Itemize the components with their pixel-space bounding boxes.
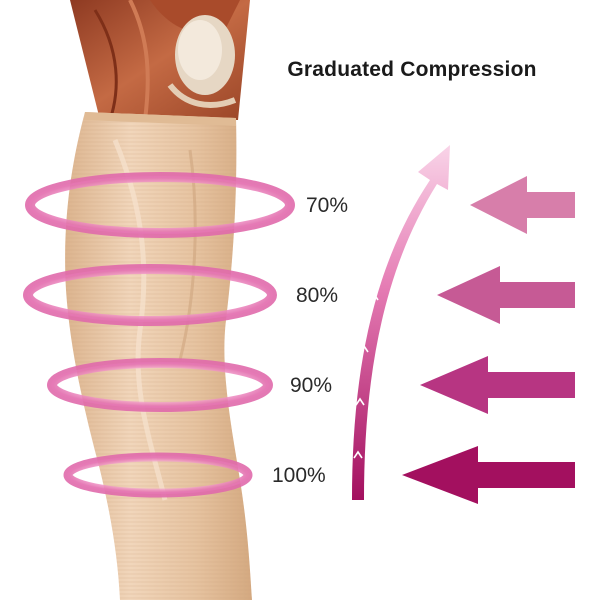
left-arrow-icon bbox=[470, 176, 575, 234]
up-arrow-icon bbox=[352, 145, 450, 500]
knee-anatomy bbox=[70, 0, 250, 121]
compression-level-70: 70% bbox=[306, 194, 349, 217]
compression-ring-90 bbox=[47, 358, 273, 412]
compression-ring-70 bbox=[25, 172, 295, 238]
compression-ring-80 bbox=[23, 264, 277, 326]
compression-level-80: 80% bbox=[296, 284, 339, 307]
left-arrow-icon bbox=[437, 266, 575, 324]
compression-level-100: 100% bbox=[272, 464, 326, 487]
infographic-title: Graduated Compression bbox=[287, 58, 537, 81]
compression-level-90: 90% bbox=[290, 374, 333, 397]
compression-ring-100 bbox=[63, 452, 253, 498]
left-arrow-icon bbox=[420, 356, 575, 414]
left-arrow-icon bbox=[402, 446, 575, 504]
